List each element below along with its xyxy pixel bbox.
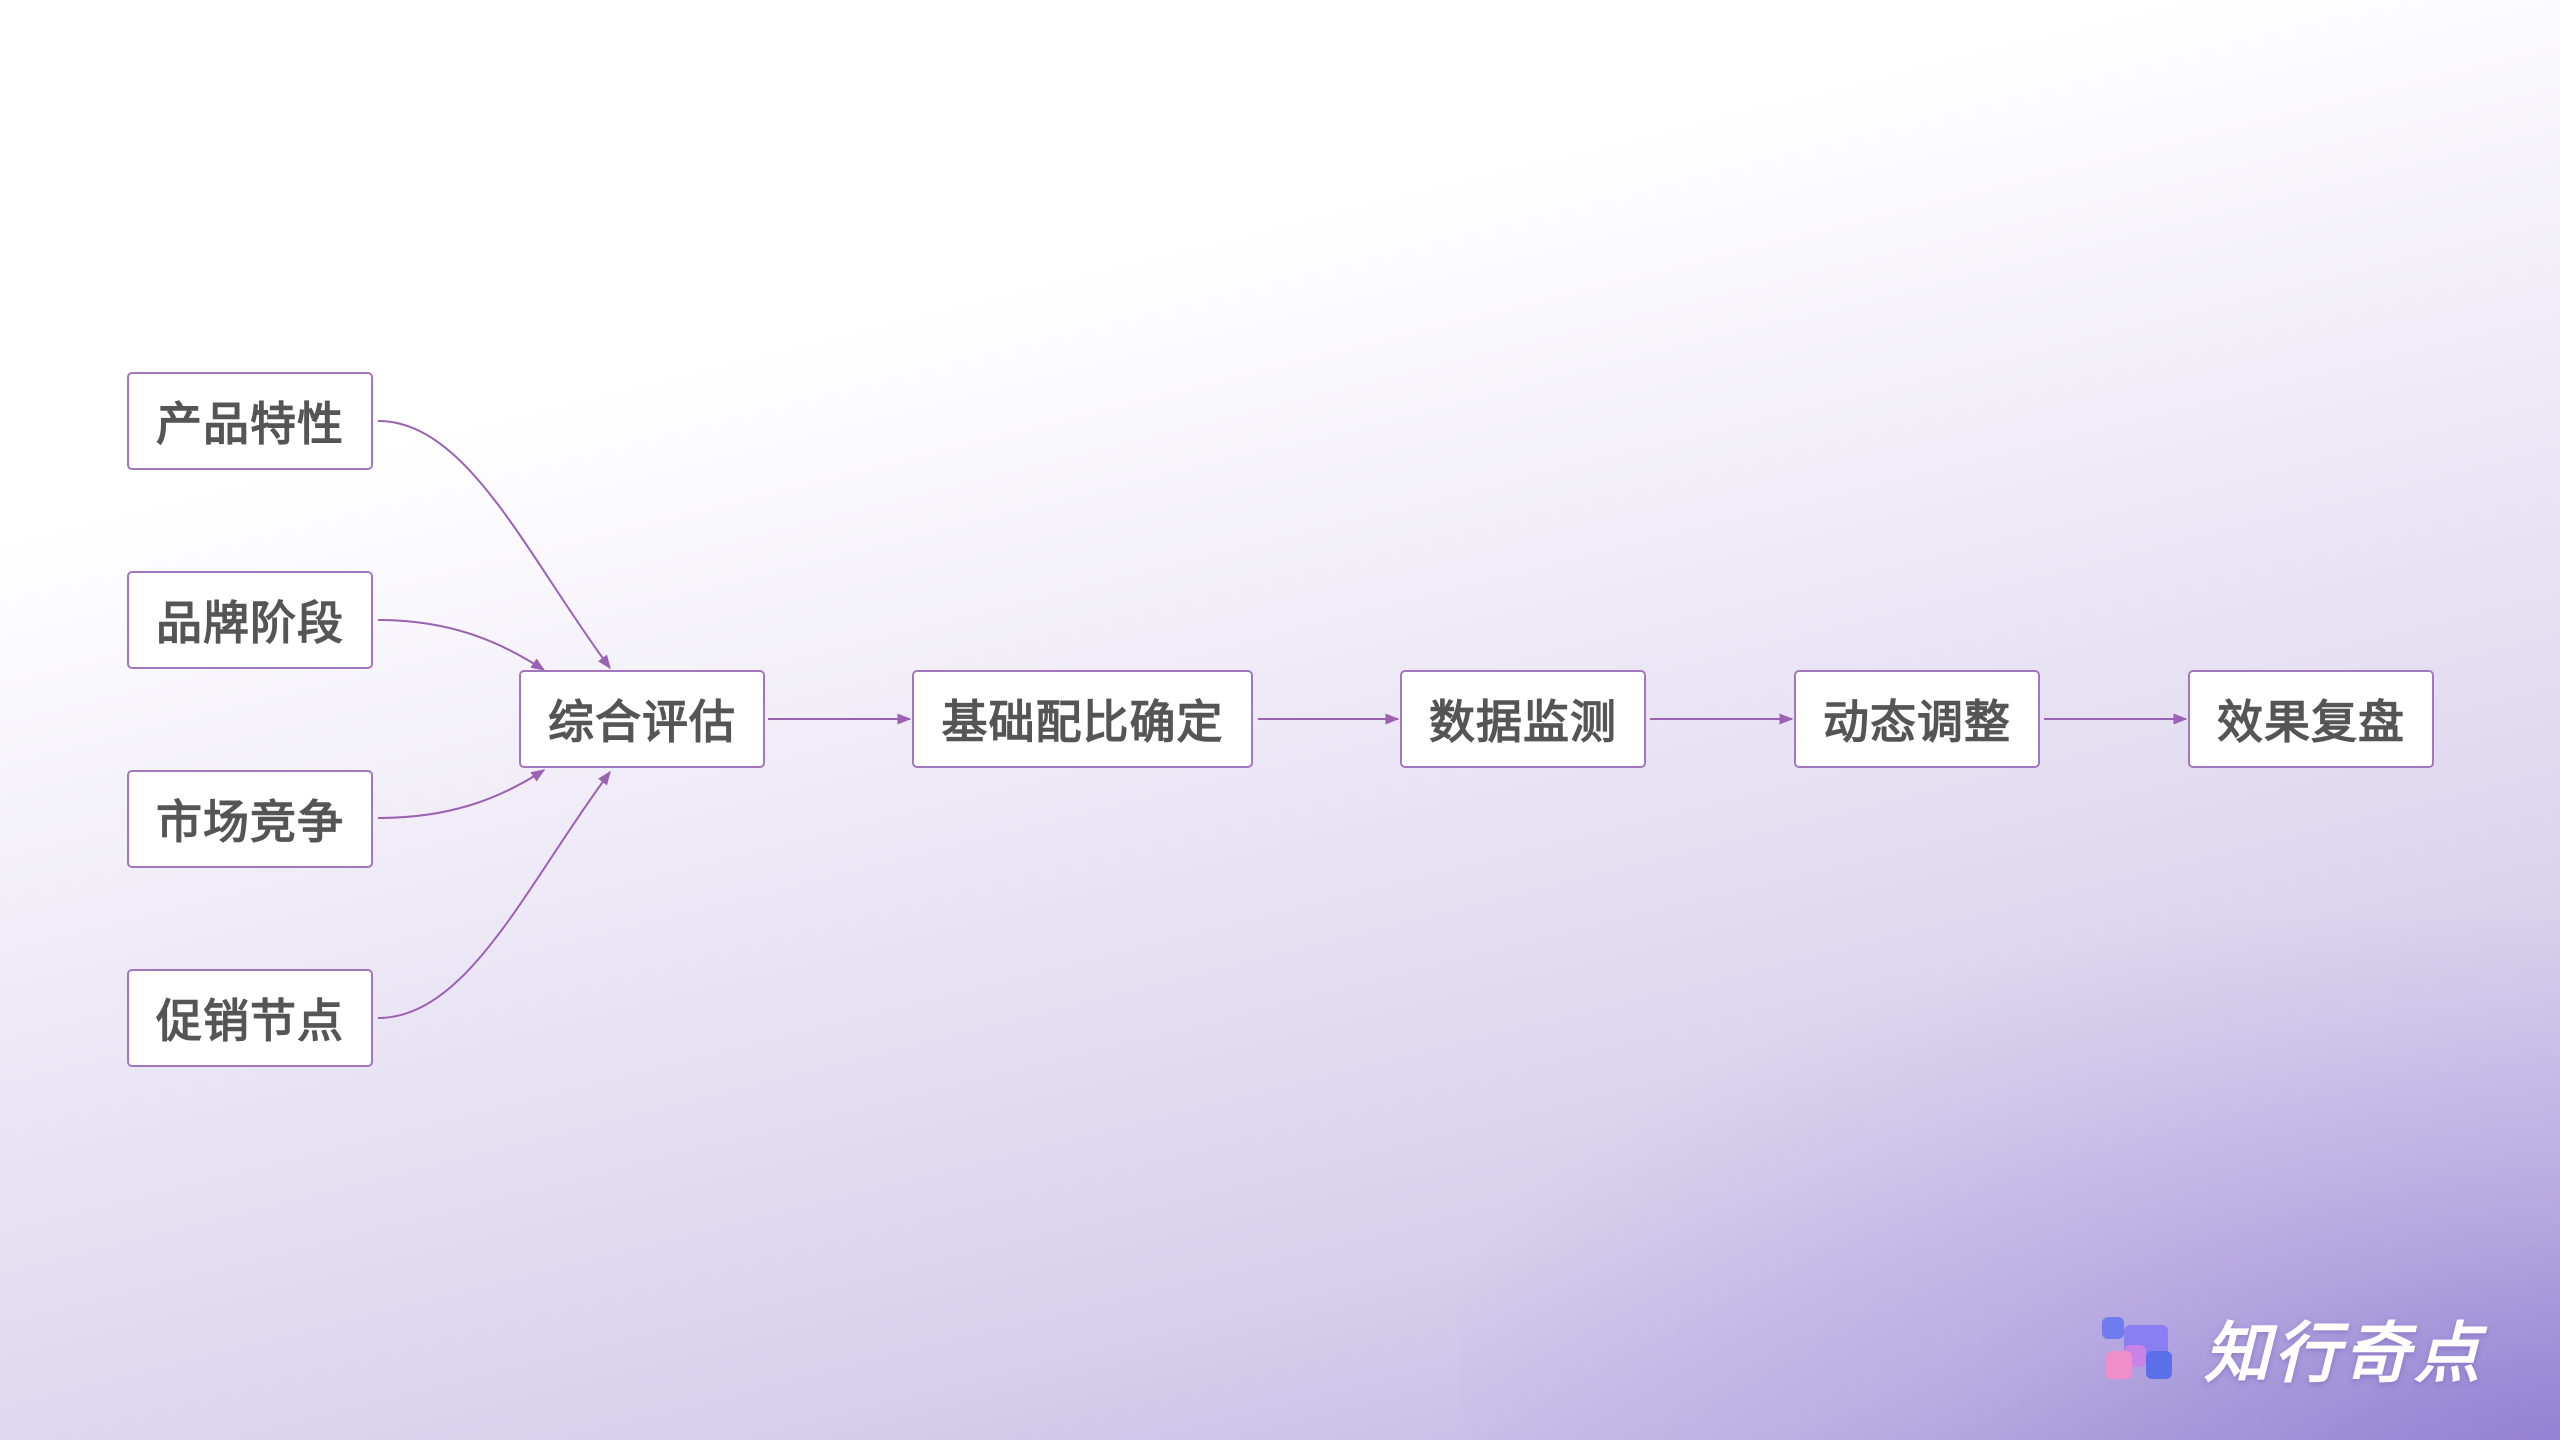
brand-watermark: 知行奇点	[2100, 1308, 2484, 1392]
node-comprehensive-assessment: 综合评估	[519, 670, 765, 768]
brand-name: 知行奇点	[2204, 1315, 2484, 1392]
node-base-ratio: 基础配比确定	[912, 670, 1253, 768]
node-dynamic-adjustment: 动态调整	[1794, 670, 2040, 768]
node-market-competition: 市场竞争	[127, 770, 373, 868]
node-brand-stage: 品牌阶段	[127, 571, 373, 669]
node-promo-timing: 促销节点	[127, 969, 373, 1067]
node-data-monitoring: 数据监测	[1400, 670, 1646, 768]
node-result-review: 效果复盘	[2188, 670, 2434, 768]
node-product-traits: 产品特性	[127, 372, 373, 470]
edge-promo-to-assessment	[377, 770, 611, 1019]
brand-logo-icon	[2100, 1311, 2174, 1385]
edge-market-to-assessment	[377, 769, 546, 819]
edge-brand-to-assessment	[377, 619, 546, 671]
edge-product-to-assessment	[377, 420, 611, 670]
